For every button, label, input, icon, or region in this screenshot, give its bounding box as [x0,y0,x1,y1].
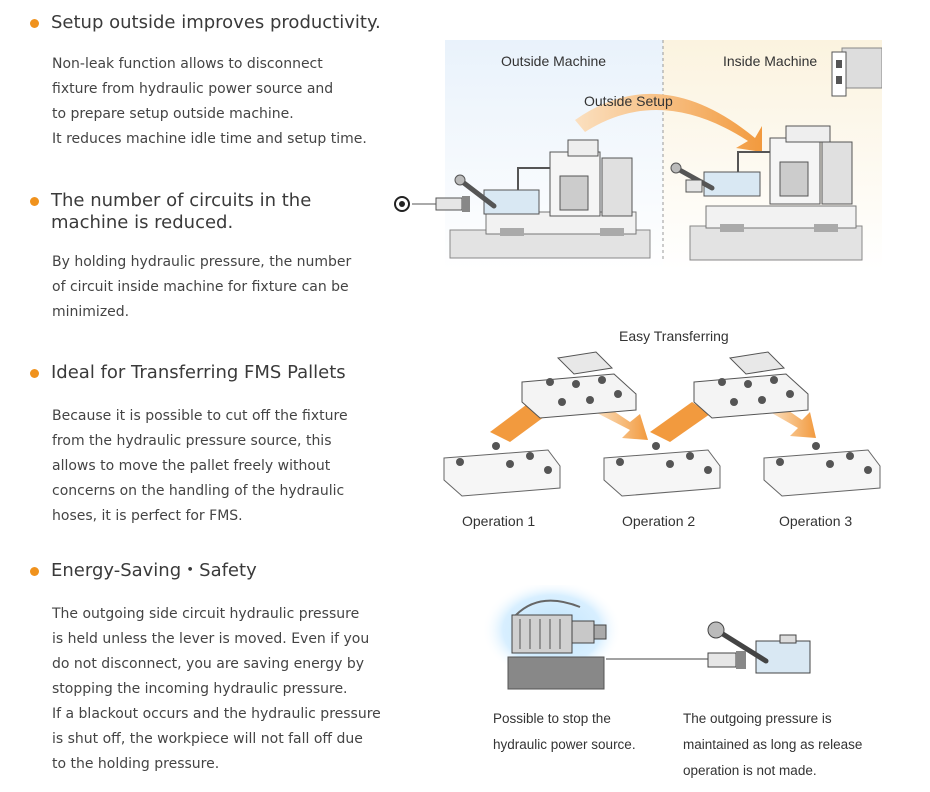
bullet-dot-icon [30,369,39,378]
section-body: The outgoing side circuit hydraulic pres… [52,606,381,772]
fixture-outside-icon [394,139,651,259]
outside-setup-label: Outside Setup [584,93,673,109]
heading-text: Energy-Saving・Safety [51,560,257,581]
operation-2-label: Operation 2 [622,513,696,529]
bullet-dot-icon [30,197,39,206]
section-setup-outside: Setup outside improves productivity. Non… [30,12,381,152]
heading-text: The number of circuits in the machine is… [51,190,312,233]
carried-pallet-icon [693,351,809,419]
outside-setup-illustration [394,40,883,270]
bullet-dot-icon [30,19,39,28]
power-source-caption: Possible to stop the hydraulic power sou… [493,711,636,752]
operation-3-label: Operation 3 [779,513,853,529]
figure-outside-setup: Outside Machine Inside Machine Outside S… [390,40,883,270]
carried-pallet-icon [521,351,637,419]
transfer-arrow-icon [650,402,710,442]
section-body: Because it is possible to cut off the fi… [52,408,348,524]
section-heading: Energy-Saving・Safety [30,560,381,582]
fixture-inside-icon [670,125,863,261]
inside-machine-label: Inside Machine [723,53,818,69]
lock-valve-icon [707,621,811,674]
bullet-dot-icon [30,567,39,576]
section-body: Non-leak function allows to disconnect f… [52,56,367,147]
easy-transferring-illustration [443,351,881,497]
figure-easy-transferring: Easy Transferring Operation 1 Operation … [430,322,890,537]
operation-1-label: Operation 1 [462,513,536,529]
section-body: By holding hydraulic pressure, the numbe… [52,254,352,320]
section-fms-pallets: Ideal for Transferring FMS Pallets Becau… [30,362,348,529]
section-heading: Setup outside improves productivity. [30,12,381,34]
outside-setup-arrow [575,93,762,152]
section-heading: The number of circuits in the machine is… [30,190,351,234]
pallet-operation-3-icon [763,442,881,497]
outgoing-pressure-caption: The outgoing pressure is maintained as l… [683,711,863,778]
section-circuits-reduced: The number of circuits in the machine is… [30,190,351,325]
section-energy-safety: Energy-Saving・Safety The outgoing side c… [30,560,381,777]
energy-saving-illustration [482,580,811,690]
heading-text: Setup outside improves productivity. [51,12,381,33]
heading-text: Ideal for Transferring FMS Pallets [51,362,346,383]
hydraulic-power-unit-icon [507,599,607,690]
easy-transferring-title: Easy Transferring [619,328,729,344]
figure-energy-saving [480,580,830,695]
pallet-operation-2-icon [603,442,721,497]
section-heading: Ideal for Transferring FMS Pallets [30,362,348,384]
outside-machine-label: Outside Machine [501,53,607,69]
pallet-operation-1-icon [443,442,561,497]
